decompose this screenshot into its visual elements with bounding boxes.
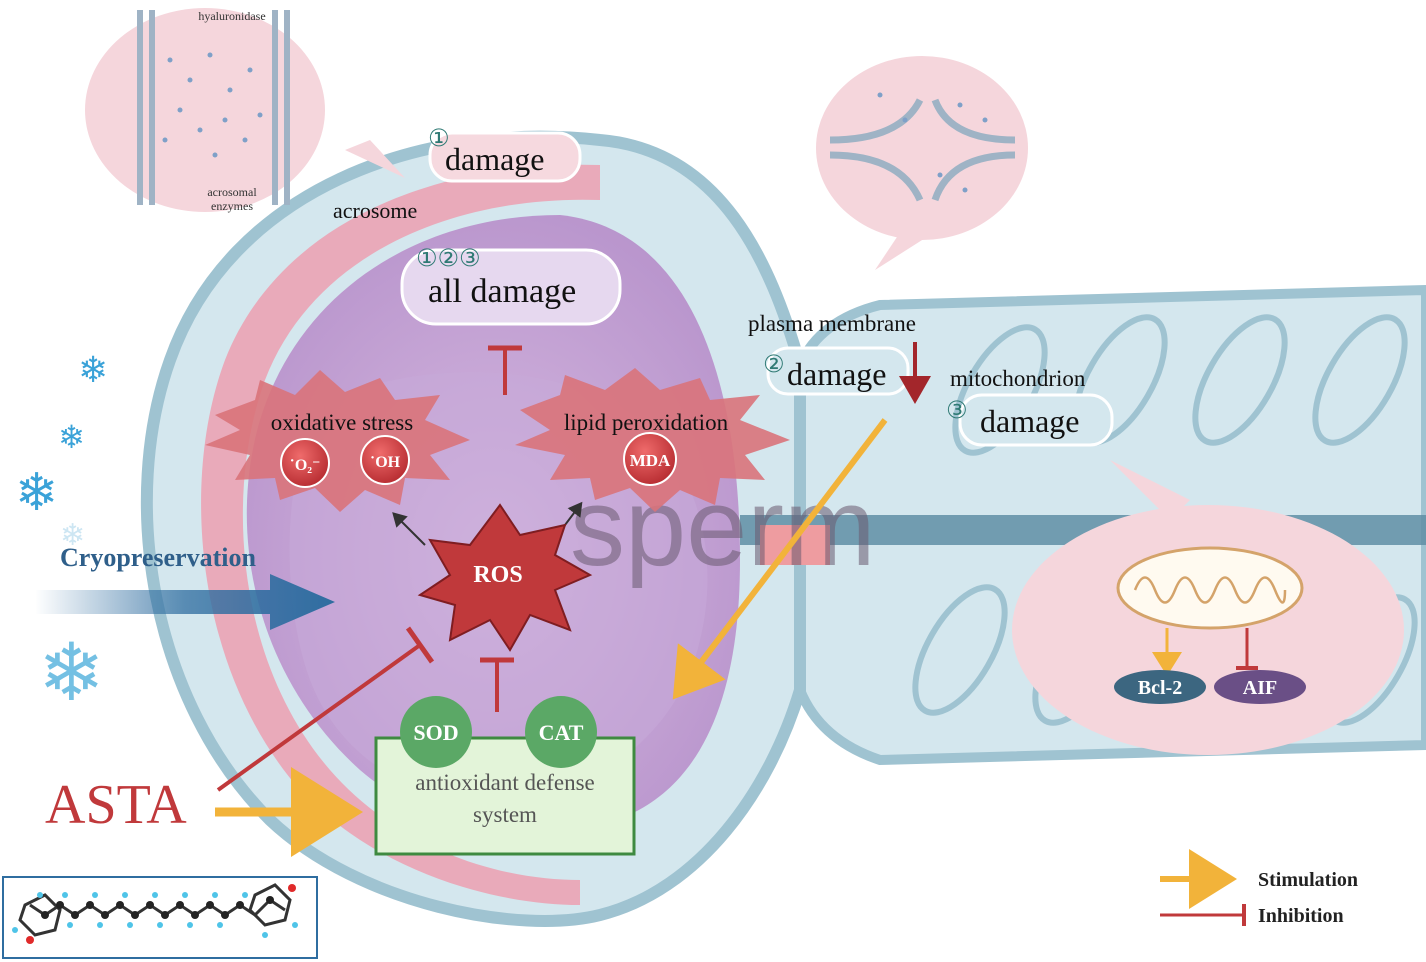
acrosome-callout: hyaluronidase acrosomal enzymes [85,8,405,213]
plasma-damage-label: ② damage [763,346,910,396]
snowflake-icon: ❄ ❄ ❄ ❄ ❄ [15,349,108,717]
cryopreservation-label: Cryopreservation [60,543,256,572]
cat-badge [525,696,597,768]
antioxidant-label-2: system [473,802,537,827]
all-damage-text: all damage [428,273,576,310]
bcl2-badge: Bcl-2 [1114,670,1206,704]
cat-label: CAT [539,720,584,745]
superoxide-label: ˙O₂⁻ [289,457,320,474]
all-damage-label: ①②③ all damage [400,245,622,326]
antioxidant-label-1: antioxidant defense [415,770,594,795]
mitochondrion-callout: Bcl-2 AIF [1012,460,1404,755]
mda-ball [623,432,677,486]
aif-label: AIF [1243,677,1277,699]
acrosome-label: acrosome [333,198,417,223]
oxidative-stress-label: oxidative stress [271,410,413,435]
hyaluronidase-label: hyaluronidase [198,9,265,23]
acrosomal-enzymes-label-2: enzymes [211,199,253,213]
legend-stimulation-label: Stimulation [1258,869,1358,891]
aif-badge: AIF [1214,670,1306,704]
oxidative-stress-burst: oxidative stress ˙O₂⁻ ˙OH [205,370,470,512]
hydroxyl-label: ˙OH [370,454,401,471]
ros-label: ROS [473,562,522,588]
plasma-damage-text: damage [787,356,887,392]
ros-to-oxidative-arrow [392,512,426,546]
plasma-membrane-callout [816,56,1028,270]
bcl2-label: Bcl-2 [1138,677,1182,699]
plasma-membrane-label: plasma membrane [748,311,916,336]
svg-text:❄: ❄ [15,464,59,522]
mito-damage-number: ③ [946,397,968,424]
sod-label: SOD [413,720,458,745]
sod-badge [400,696,472,768]
superoxide-ball [280,438,330,488]
lipid-peroxidation-burst: lipid peroxidation MDA [515,368,790,512]
antioxidant-defense-system: antioxidant defense system SOD CAT [374,696,636,856]
svg-text:❄: ❄ [38,628,105,717]
molecule-structure-icon [2,876,318,959]
svg-text:❄: ❄ [58,419,85,455]
membrane-stimulate-arrow [672,418,888,700]
asta-label: ASTA [45,774,187,836]
lipid-peroxidation-label: lipid peroxidation [564,410,729,435]
svg-text:❄: ❄ [60,519,85,552]
mito-damage-text: damage [980,403,1080,439]
acrosome-damage-number: ① [428,125,450,152]
svg-text:❄: ❄ [78,349,108,390]
legend: Stimulation Inhibition [1160,849,1358,927]
acrosomal-enzymes-label-1: acrosomal [207,185,257,199]
plasma-damage-number: ② [763,351,785,378]
asta-inhibit-ros [216,643,422,792]
hydroxyl-ball [360,435,410,485]
all-damage-number: ①②③ [416,245,481,272]
cryopreservation-arrow [35,574,335,630]
mito-damage-label: ③ damage [946,393,1114,447]
acrosome-damage-text: damage [445,141,545,177]
legend-inhibition-label: Inhibition [1258,905,1344,927]
acrosome-damage-label: ① damage [428,125,582,183]
ros-burst: ROS [417,503,593,652]
mda-label: MDA [630,451,671,470]
mitochondrion-icon [1116,546,1304,630]
mitochondrion-label: mitochondrion [950,366,1086,391]
